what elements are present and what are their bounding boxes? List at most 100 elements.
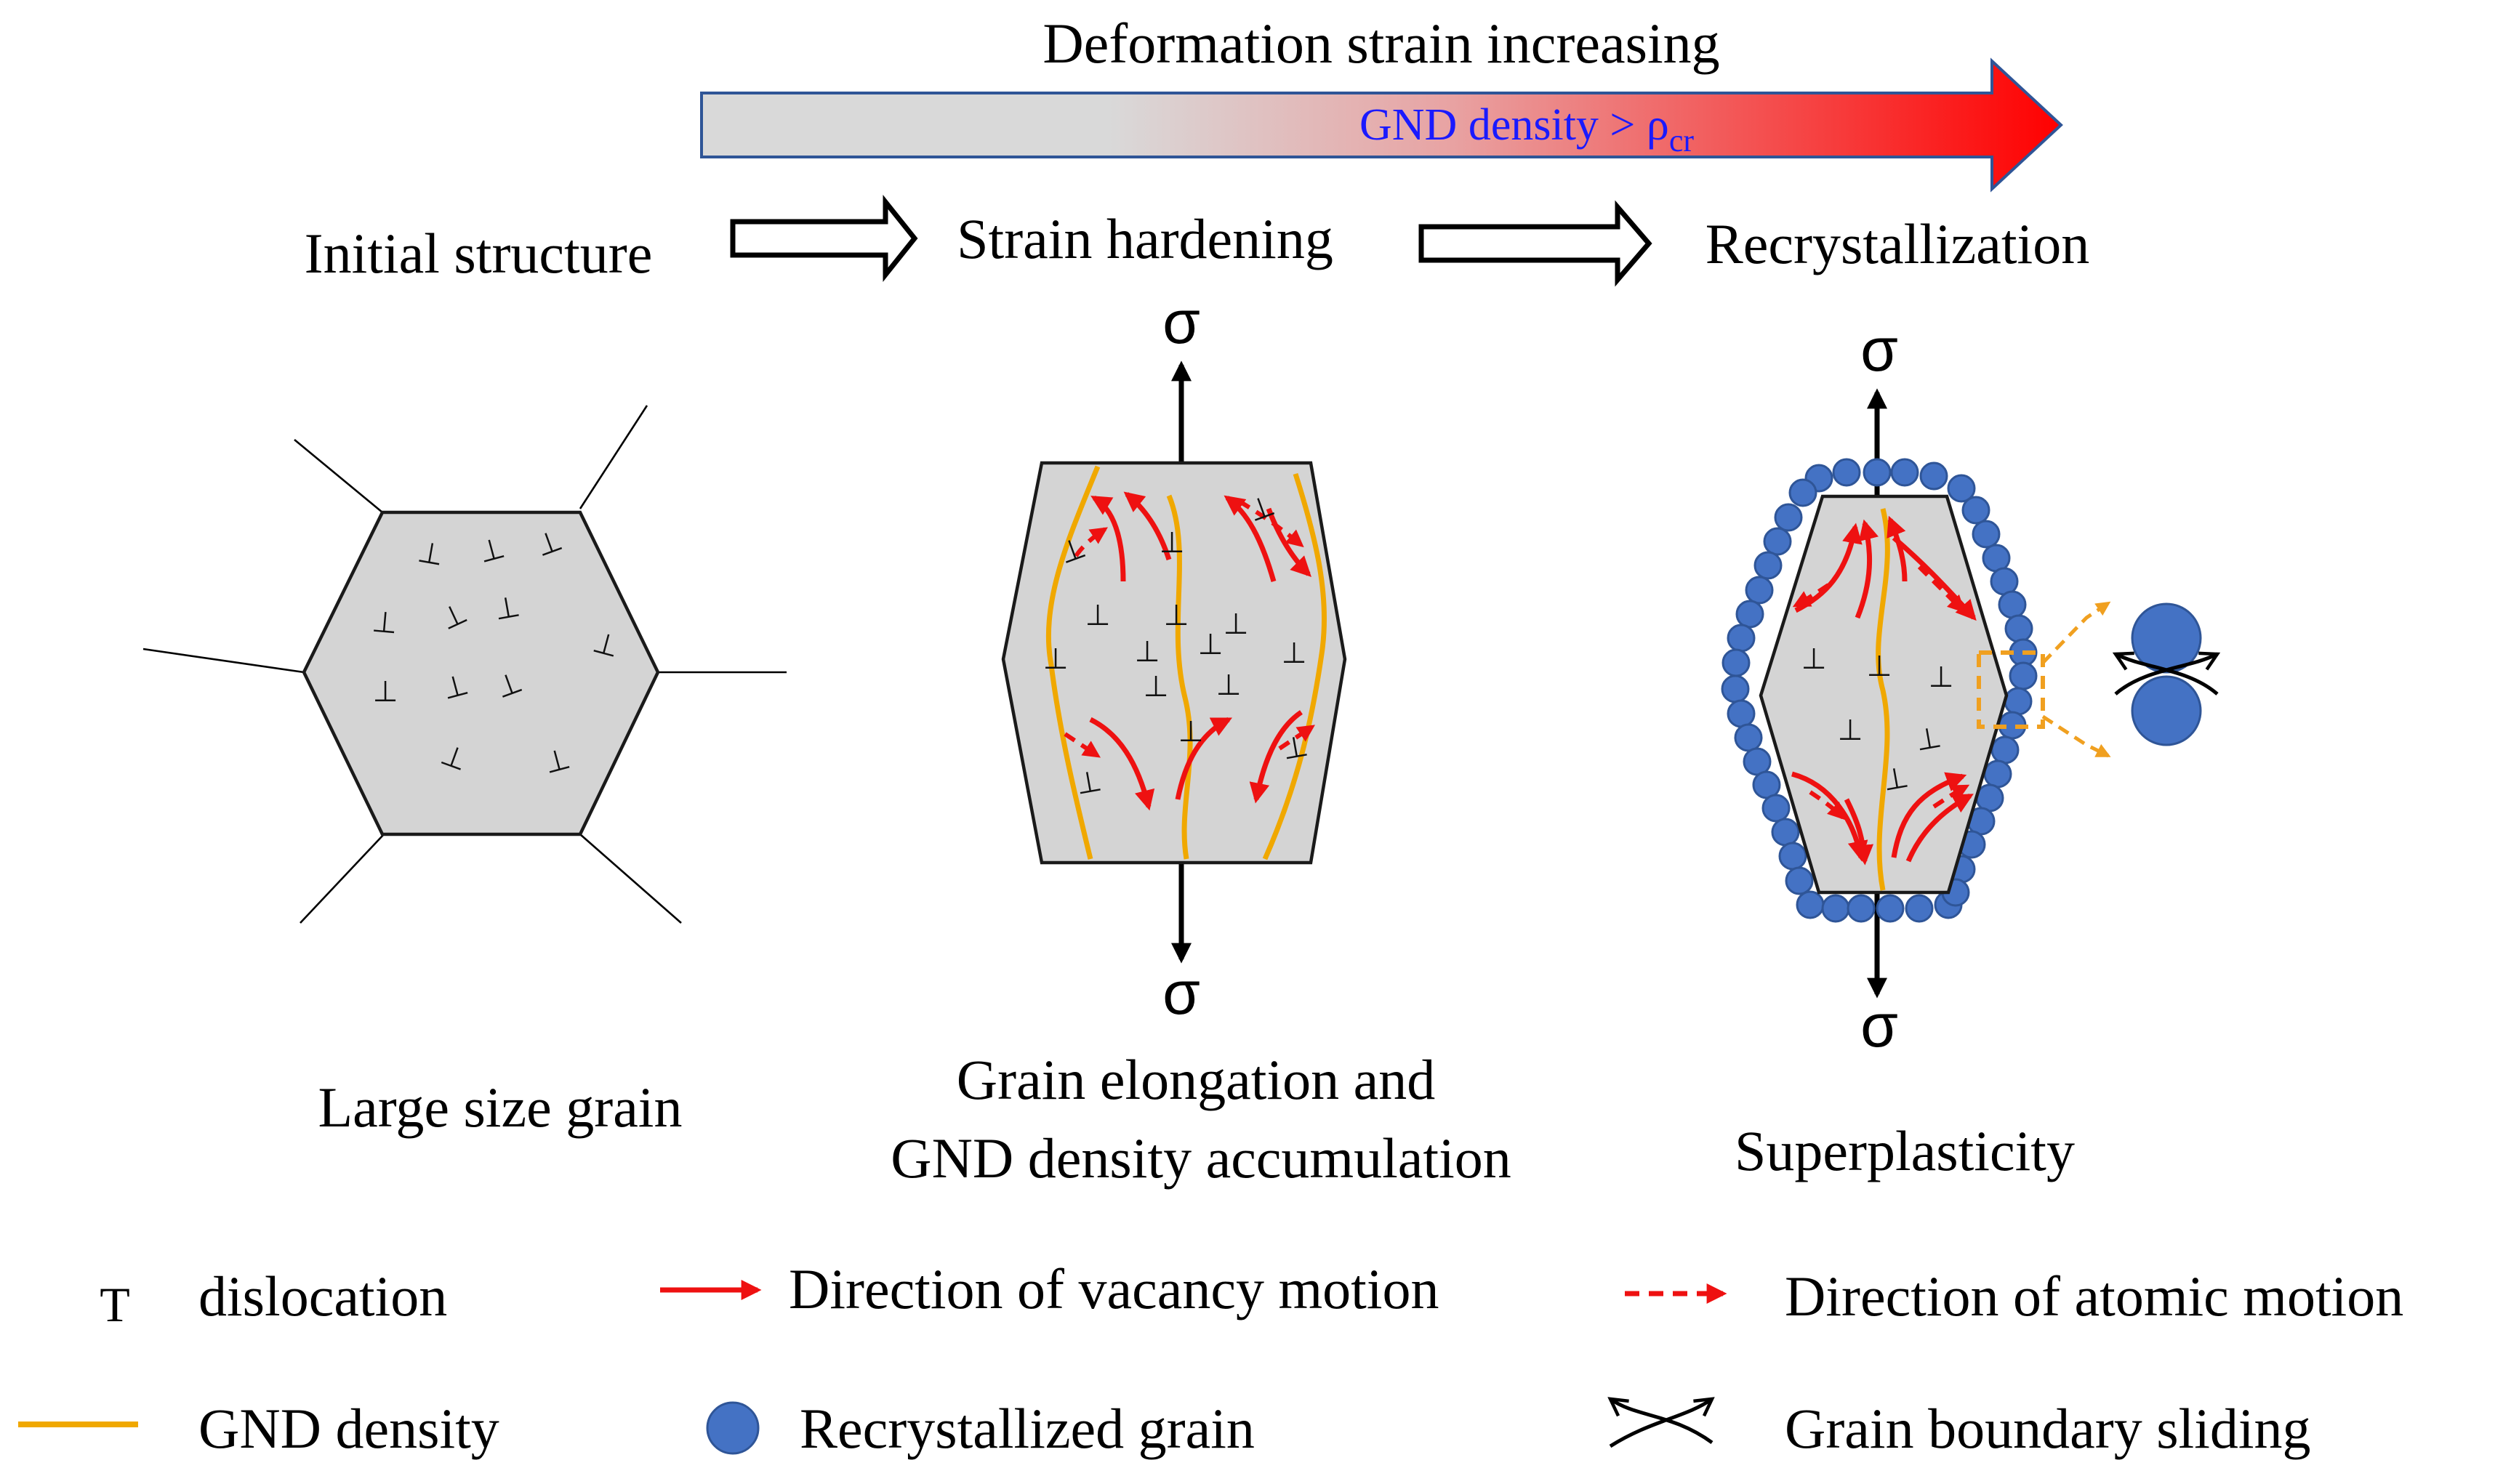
dislocation-mark: ⊥	[1043, 643, 1069, 675]
dislocations-recrystallization: ⊥⊥⊥⊥⊥⊥	[1801, 643, 1954, 797]
legend-label-recrystallized: Recrystallized grain	[800, 1397, 1255, 1460]
gnd-line	[1045, 465, 1101, 860]
atomic-arrow	[1917, 565, 1966, 613]
recrystallized-grain	[1796, 890, 1825, 919]
recrystallized-grain	[1890, 458, 1919, 487]
dislocation-mark: ⊥	[1282, 637, 1307, 669]
recrystallized-grain	[1721, 674, 1750, 703]
gnd-threshold-label: GND density > ρcr	[1359, 100, 1694, 158]
dislocation-mark: ⊥	[1144, 671, 1169, 703]
vacancy-arrow	[1123, 491, 1172, 561]
dislocation-mark: ⊥	[1867, 650, 1892, 682]
dislocation-mark: ⊥	[1881, 762, 1911, 797]
dislocation-mark: ⊥	[1164, 600, 1189, 632]
atomic-arrow	[1074, 527, 1108, 557]
atomic-arrow	[1932, 784, 1970, 809]
vacancy-arrow	[1891, 772, 1967, 858]
dislocation-mark: ⊥	[1085, 600, 1111, 632]
initial-grain-group: ⊥⊥⊥⊥⊥⊥⊥⊥⊥⊥⊥⊥	[142, 405, 787, 924]
dislocation-mark: ⊥	[1929, 661, 1954, 693]
recrystallized-grain	[1972, 520, 2001, 549]
legend-label-sliding: Grain boundary sliding	[1785, 1397, 2311, 1460]
grain-sliding-icon	[1607, 1397, 1713, 1445]
recrystallized-grain	[1734, 723, 1763, 752]
vacancy-arrow	[1844, 798, 1874, 866]
recrystallization-grain-group: σ σ ⊥⊥⊥⊥⊥⊥	[1721, 315, 2221, 1060]
recrystallized-grain	[1785, 866, 1814, 895]
sigma-top-hardening: σ	[1162, 288, 1200, 356]
recrystallized-grain	[1821, 894, 1850, 923]
dislocation-mark: ⊥	[1838, 714, 1863, 746]
dislocation-mark: ⊥	[1216, 669, 1242, 701]
stage-title-recrystallization: Recrystallization	[1706, 212, 2089, 275]
atomic-arrow	[1278, 725, 1315, 751]
stage-title-hardening: Strain hardening	[957, 207, 1333, 270]
dislocation-mark: ⊥	[1224, 608, 1249, 640]
caption-hardening-line1: Grain elongation and	[957, 1048, 1435, 1111]
vacancy-arrow	[1905, 793, 1974, 863]
dislocation-mark: ⊥	[1280, 730, 1311, 766]
recrystallized-grain-detail	[2131, 602, 2202, 674]
hardening-grain-group: σ σ ⊥⊥⊥⊥⊥⊥⊥⊥⊥⊥⊥⊥⊥⊥⊥	[1001, 288, 1347, 1027]
recrystallized-grain	[1721, 648, 1751, 677]
recrystallized-grain	[1771, 818, 1800, 847]
recrystallized-grain	[1847, 894, 1876, 923]
recrystallized-grain	[1832, 458, 1861, 487]
recrystallized-grain	[1761, 794, 1791, 823]
recrystallized-grain	[1735, 600, 1764, 629]
caption-initial: Large size grain	[318, 1076, 683, 1139]
dislocation-mark: ⊥	[373, 676, 398, 708]
sliding-highlight-box	[1977, 650, 2045, 729]
legend-label-vacancy: Direction of vacancy motion	[789, 1257, 1439, 1320]
atomic-arrow	[1064, 732, 1101, 758]
dislocation-icon: T	[100, 1277, 130, 1332]
stage-title-initial: Initial structure	[305, 222, 653, 285]
legend: T dislocation Direction of vacancy motio…	[18, 1257, 2403, 1460]
recrystallized-grain	[1727, 624, 1756, 653]
dislocation-mark: ⊥	[1160, 527, 1185, 559]
caption-recrystallization: Superplasticity	[1735, 1119, 2075, 1182]
recrystallized-grain	[1745, 576, 1774, 605]
recrystallized-grain	[1961, 496, 1990, 525]
legend-label-gnd: GND density	[198, 1397, 499, 1460]
sigma-top-recrystallization: σ	[1860, 315, 1898, 384]
recrystallized-grain-detail	[2131, 675, 2202, 746]
recrystallized-grain	[2009, 661, 2038, 690]
dislocation-mark: ⊥	[492, 591, 523, 626]
recrystallized-grain-icon	[706, 1401, 760, 1455]
dislocation-mark: ⊥	[1135, 636, 1160, 668]
sliding-callout-arrow	[2041, 601, 2111, 664]
sigma-bottom-hardening: σ	[1162, 959, 1200, 1027]
recrystallized-grain	[1876, 894, 1905, 923]
atomic-arrow	[1238, 499, 1304, 548]
gnd-line	[1166, 494, 1193, 860]
gnd-line	[1262, 472, 1327, 860]
recrystallized-grain	[1990, 735, 2020, 765]
vacancy-arrow	[1090, 496, 1126, 582]
dislocation-mark: ⊥	[371, 606, 399, 640]
caption-hardening-line2: GND density accumulation	[891, 1126, 1511, 1190]
recrystallized-grain	[1863, 458, 1892, 487]
atomic-arrow	[1809, 790, 1846, 820]
vacancy-arrow	[1224, 495, 1277, 582]
dislocation-mark: ⊥	[1178, 716, 1204, 748]
atomic-arrow	[1792, 583, 1830, 608]
gnd-line	[1876, 508, 1890, 891]
vacancy-arrow	[1249, 710, 1303, 804]
dislocation-mark: ⊥	[1801, 643, 1827, 675]
dislocation-mark: ⊥	[1198, 629, 1224, 661]
recrystallized-grain	[1753, 551, 1783, 580]
elongated-grain	[1001, 461, 1347, 865]
vacancy-arrow	[1089, 717, 1155, 811]
dislocation-mark: ⊥	[415, 536, 446, 572]
recrystallized-grain	[1727, 699, 1756, 728]
legend-label-dislocation: dislocation	[198, 1265, 447, 1328]
grain-sliding-icon	[2112, 651, 2219, 695]
recrystallized-grain	[1998, 590, 2027, 619]
sliding-callout-arrow	[2041, 714, 2111, 758]
legend-label-atomic: Direction of atomic motion	[1785, 1265, 2403, 1328]
hollow-arrow-2	[1418, 200, 1652, 287]
recrystallized-grain	[1763, 527, 1792, 556]
